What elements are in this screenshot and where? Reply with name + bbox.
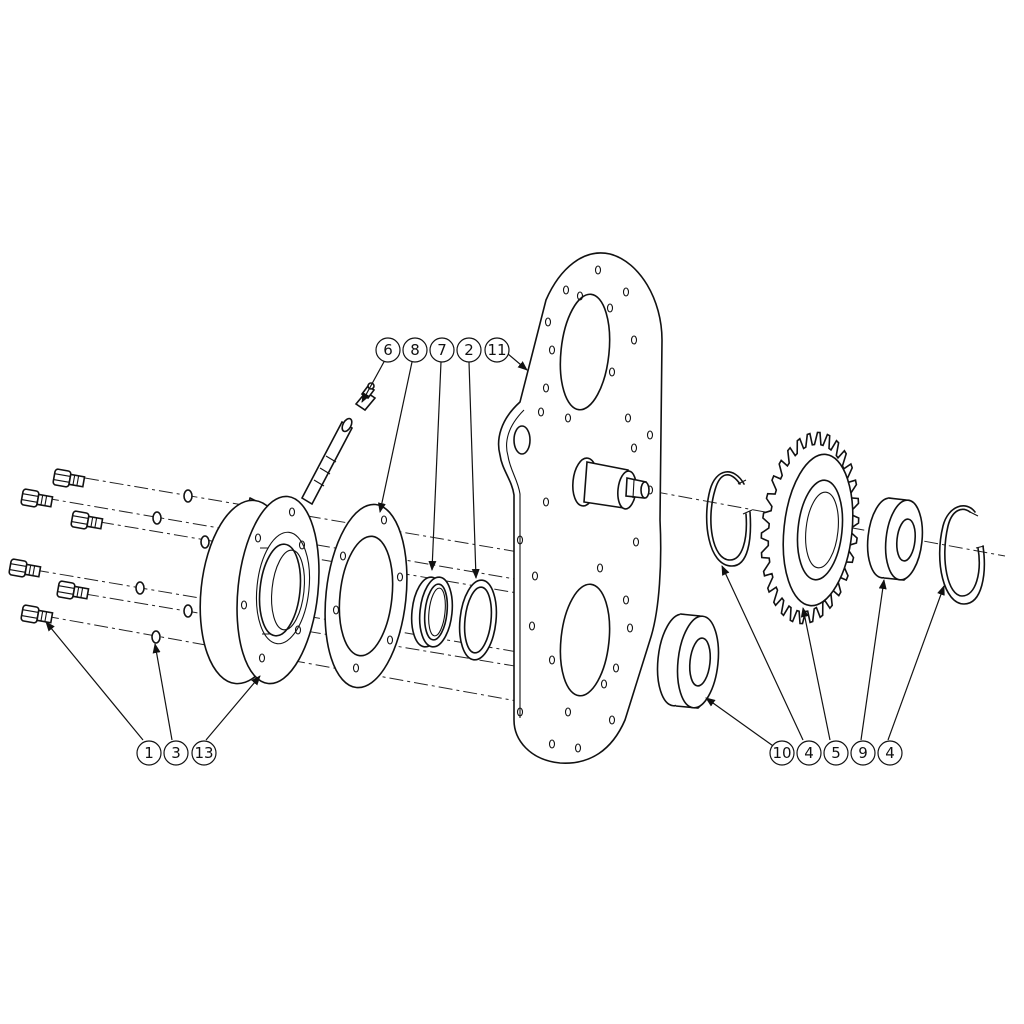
callout-bubble: 2: [456, 337, 482, 363]
mounting-plate: [497, 252, 663, 764]
cap-screw: [20, 488, 54, 508]
callout-bubble: 10: [769, 740, 795, 766]
svg-text:4: 4: [885, 744, 895, 762]
callout-bubble: 1: [136, 740, 162, 766]
callout-bubble: 6: [375, 337, 401, 363]
lock-washers: [135, 489, 210, 644]
lock-washer: [200, 535, 210, 549]
svg-text:6: 6: [383, 341, 393, 359]
callout-bubble: 4: [796, 740, 822, 766]
leader-lines: [45, 353, 945, 749]
callouts-lower-left: 1 3 13: [136, 740, 217, 766]
svg-text:5: 5: [831, 744, 841, 762]
callout-bubble: 3: [163, 740, 189, 766]
bearing-large: [656, 613, 720, 709]
oil-seal: [410, 576, 454, 648]
callout-bubble: 4: [877, 740, 903, 766]
lock-washer: [183, 489, 193, 503]
lock-washer: [135, 581, 145, 595]
retaining-ring-right: [938, 505, 986, 605]
cap-screw: [70, 510, 104, 530]
callouts-upper: 6 8 7 2 11: [375, 337, 510, 363]
svg-text:11: 11: [487, 341, 506, 359]
spur-gear: [760, 431, 860, 625]
gasket: [324, 503, 408, 689]
lock-washer: [152, 511, 162, 525]
plate-holes: [516, 265, 654, 753]
grease-fitting: [300, 382, 377, 506]
svg-text:8: 8: [410, 341, 420, 359]
callout-bubble: 13: [191, 740, 217, 766]
callout-bubble: 8: [402, 337, 428, 363]
bearing-small: [866, 497, 924, 581]
cap-screw: [8, 558, 42, 578]
cap-screws: [8, 468, 104, 624]
callout-bubble: 5: [823, 740, 849, 766]
svg-text:2: 2: [464, 341, 474, 359]
svg-text:9: 9: [858, 744, 868, 762]
lock-washer: [151, 630, 161, 644]
retaining-ring-left: [705, 471, 753, 567]
callout-bubble: 9: [850, 740, 876, 766]
cap-screw: [52, 468, 86, 488]
svg-text:4: 4: [804, 744, 814, 762]
callouts-lower-right: 10 4 5 9 4: [769, 740, 903, 766]
flange-housing: [199, 495, 320, 685]
svg-text:13: 13: [194, 744, 213, 762]
svg-text:1: 1: [144, 744, 154, 762]
svg-text:7: 7: [437, 341, 447, 359]
cap-screw: [20, 604, 54, 624]
svg-text:3: 3: [171, 744, 181, 762]
spacer-ring: [458, 579, 498, 661]
callout-bubble: 11: [484, 337, 510, 363]
svg-text:10: 10: [772, 744, 791, 762]
callout-bubble: 7: [429, 337, 455, 363]
lock-washer: [183, 604, 193, 618]
stub-shaft: [572, 457, 650, 510]
cap-screw: [56, 580, 90, 600]
